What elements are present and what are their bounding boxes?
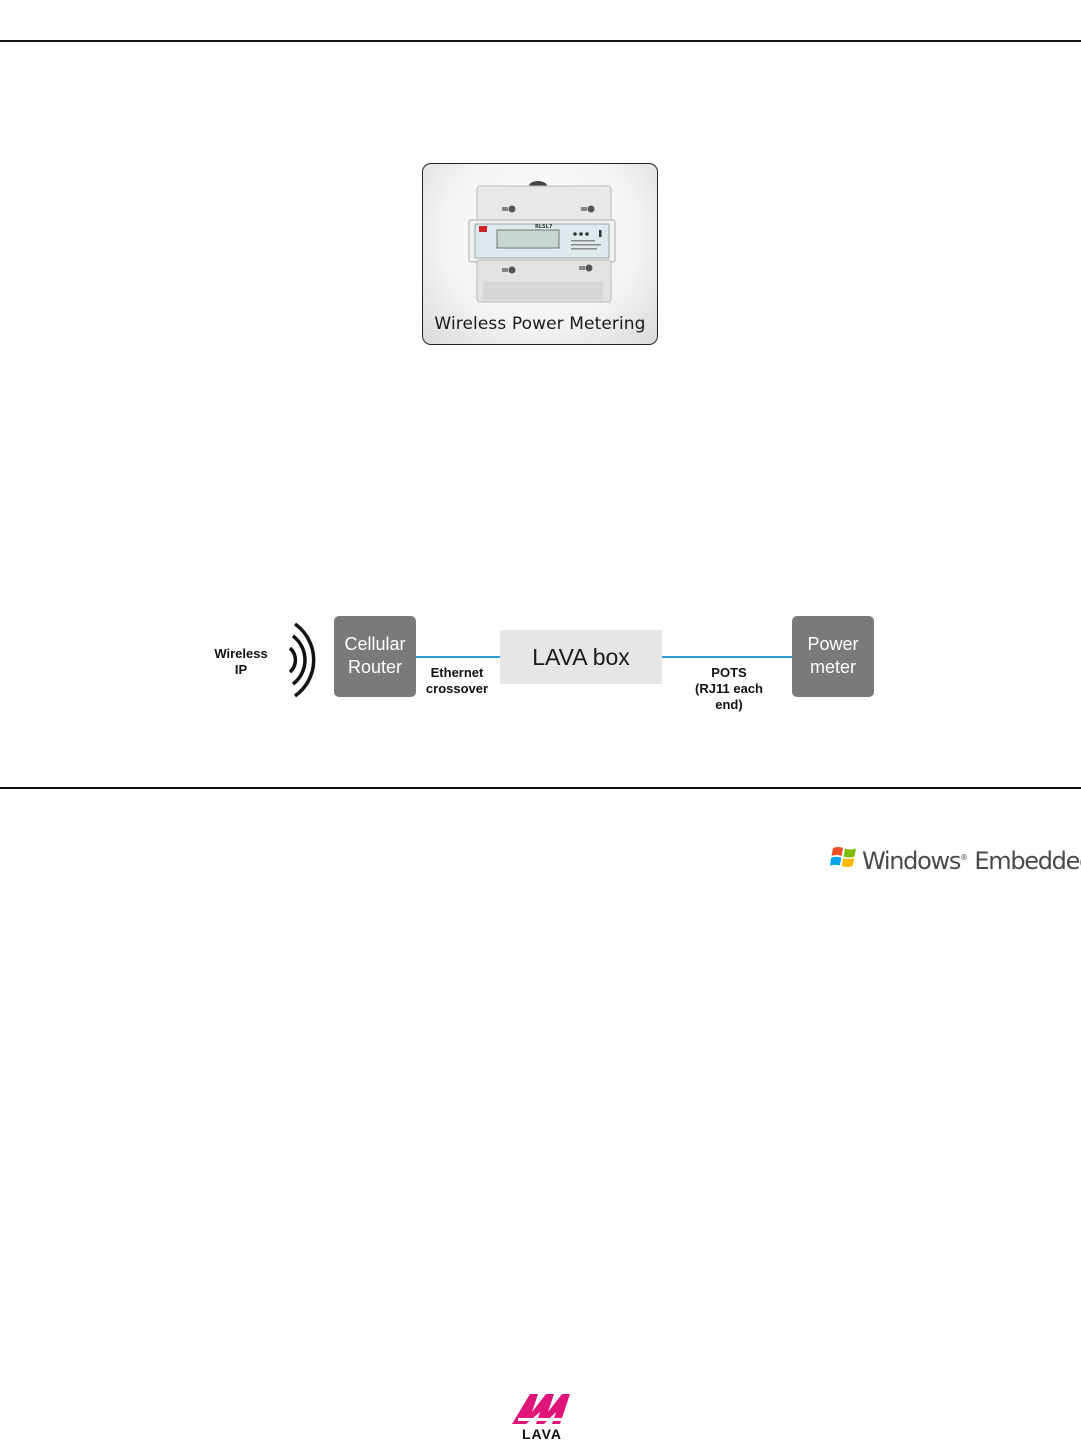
pots-label: POTS (RJ11 each end) [684,665,774,713]
device-model-label: RLSL7 [535,224,553,230]
embedded-word: Embedded [974,847,1081,875]
lava-wordmark: LAVA [521,1426,563,1442]
network-diagram: Wireless IP Cellular Router Ethernet cro… [0,600,1081,730]
pots-label-line2: (RJ11 each [695,681,763,696]
meter-label-line1: Power [807,634,859,654]
windows-embedded-logo: Windows® Embedded [830,842,1081,877]
middle-divider [0,787,1081,789]
product-photo-card: RLSL7 Wireless Power Metering [422,163,658,345]
windows-flag-icon [830,847,856,867]
meter-label-line2: meter [809,657,856,677]
windows-word: Windows [862,847,961,875]
wireless-label-line: Wireless [214,646,268,661]
pots-link-line [662,656,792,658]
ethernet-crossover-label: Ethernet crossover [414,665,500,697]
ethernet-label-line2: crossover [425,681,489,696]
router-label-line1: Cellular [344,634,406,654]
product-caption: Wireless Power Metering [434,314,646,334]
registered-mark: ® [960,853,969,862]
router-label-line2: Router [347,657,403,677]
cellular-router-node: Cellular Router [334,616,416,697]
wireless-signal-icon [288,622,316,698]
pots-label-line1: POTS [711,665,747,680]
ethernet-label-line1: Ethernet [430,665,484,680]
ethernet-link-line [416,656,500,658]
ip-label-line: IP [234,662,248,677]
power-meter-device-image: RLSL7 [468,181,616,303]
top-divider [0,40,1081,42]
lava-logo-mark-icon [512,1394,570,1424]
windows-embedded-wordmark: Windows® Embedded [862,842,1081,877]
power-meter-node: Power meter [792,616,874,697]
pots-label-line3: end) [715,697,743,712]
lava-logo: LAVA [508,1390,576,1441]
lava-box-node: LAVA box [500,630,662,684]
wireless-ip-label: Wireless IP [204,646,278,678]
